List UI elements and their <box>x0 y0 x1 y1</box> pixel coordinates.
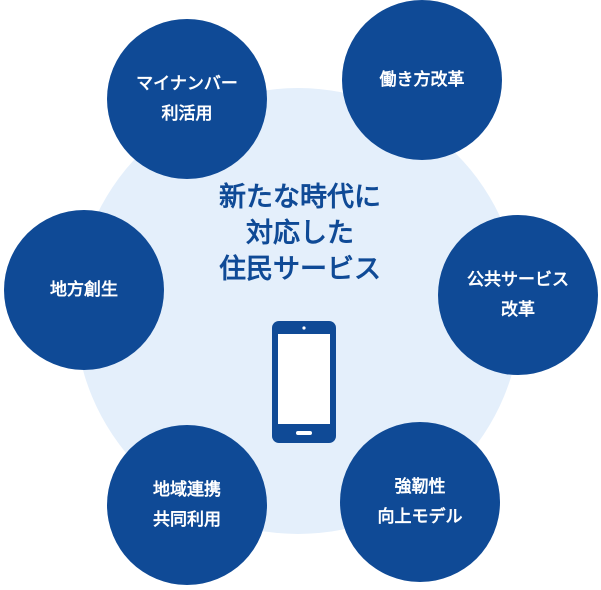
node-resilience-line-2: 向上モデル <box>377 507 463 527</box>
node-regional: 地方創生 <box>4 210 164 370</box>
center-title: 新たな時代に 対応した 住民サービス <box>160 180 440 288</box>
center-title-line-2: 対応した <box>246 218 354 249</box>
center-title-line-1: 新たな時代に <box>219 182 381 213</box>
node-public-line-1: 公共サービス <box>467 270 569 290</box>
node-regional-share-line-2: 共同利用 <box>153 510 221 530</box>
node-mynumber-line-1: マイナンバー <box>136 74 238 94</box>
node-workstyle: 働き方改革 <box>342 0 502 160</box>
node-workstyle-line-1: 働き方改革 <box>379 70 465 90</box>
node-regional-share: 地域連携 共同利用 <box>107 425 267 585</box>
node-resilience: 強靭性 向上モデル <box>340 422 500 582</box>
node-mynumber: マイナンバー 利活用 <box>107 19 267 179</box>
node-regional-line-1: 地方創生 <box>50 280 118 300</box>
node-public: 公共サービス 改革 <box>438 215 598 375</box>
node-resilience-line-1: 強靭性 <box>394 477 446 497</box>
node-regional-share-line-1: 地域連携 <box>153 480 221 500</box>
node-public-line-2: 改革 <box>501 300 535 320</box>
smartphone-icon <box>272 321 336 443</box>
node-mynumber-line-2: 利活用 <box>161 104 213 124</box>
center-title-line-3: 住民サービス <box>219 254 381 285</box>
